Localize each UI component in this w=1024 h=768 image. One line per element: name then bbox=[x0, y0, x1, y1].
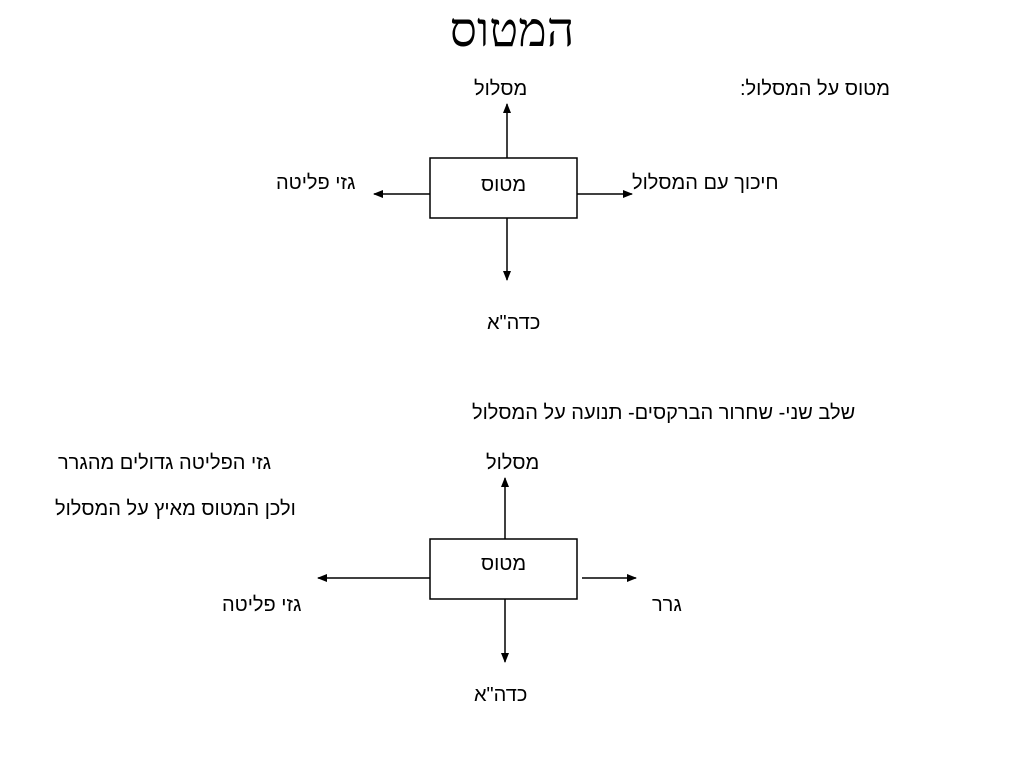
diagram1-box-label: מטוס bbox=[481, 174, 527, 196]
diagram1-left-label: גזי פליטה bbox=[276, 172, 356, 194]
diagram1 bbox=[373, 103, 633, 281]
diagram1-airplane-box bbox=[429, 157, 578, 219]
diagram2-heading: שלב שני- שחרור הברקסים- תנועה על המסלול bbox=[472, 402, 856, 424]
diagram2 bbox=[317, 477, 637, 663]
diagram1-heading: מטוס על המסלול: bbox=[740, 78, 890, 100]
diagram2-down-label: כדה"א bbox=[474, 684, 528, 706]
diagram1-down-label: כדה"א bbox=[487, 312, 541, 334]
diagram1-right-label: חיכוך עם המסלול bbox=[632, 172, 779, 194]
diagram2-right-label: גרר bbox=[652, 594, 682, 616]
diagram2-note-line1: גזי הפליטה גדולים מהגרר bbox=[58, 452, 272, 474]
diagram2-up-label: מסלול bbox=[486, 452, 540, 474]
diagram2-left-label: גזי פליטה bbox=[222, 594, 302, 616]
diagram2-box-label: מטוס bbox=[481, 553, 527, 575]
diagram2-airplane-box bbox=[429, 538, 578, 600]
page-title: המטוס bbox=[449, 2, 575, 58]
diagram2-note-line2: ולכן המטוס מאיץ על המסלול bbox=[55, 498, 296, 520]
diagram1-up-label: מסלול bbox=[474, 78, 528, 100]
